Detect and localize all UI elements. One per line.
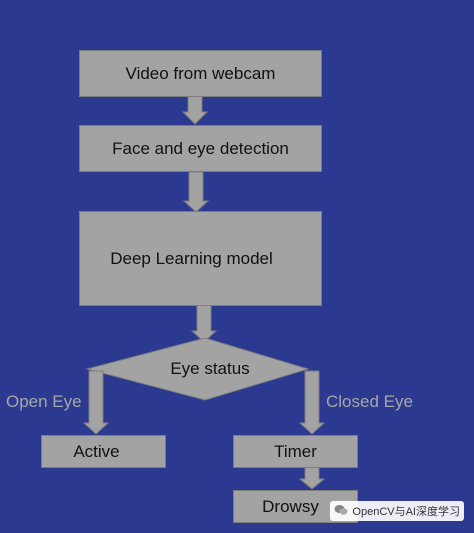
node-label: Drowsy [262, 496, 319, 516]
arrow-video-to-detection [181, 95, 209, 125]
node-eye-status: Eye status [160, 357, 260, 381]
node-video-from-webcam: Video from webcam [79, 50, 322, 97]
watermark-text: OpenCV与AI深度学习 [352, 506, 460, 518]
node-timer: Timer [233, 435, 358, 468]
arrow-model-to-status [190, 304, 218, 343]
edge-label-closed-eye: Closed Eye [326, 392, 413, 411]
node-deep-learning-model: Deep Learning model [79, 211, 322, 306]
edge-label-open-eye: Open Eye [6, 392, 82, 411]
node-label: Active [73, 441, 120, 461]
node-label: Eye status [170, 359, 250, 378]
watermark: OpenCV与AI深度学习 [330, 501, 464, 521]
node-label: Video from webcam [125, 63, 276, 83]
node-label: Deep Learning model [110, 248, 273, 268]
arrow-detection-to-model [182, 171, 210, 213]
eye-status-diamond [85, 337, 310, 401]
arrow-timer-to-drowsy [298, 466, 326, 490]
arrow-status-to-active [82, 370, 110, 435]
node-face-eye-detection: Face and eye detection [79, 125, 322, 172]
node-label: Timer [274, 441, 317, 461]
wechat-icon [334, 504, 348, 519]
node-label: Face and eye detection [112, 138, 289, 158]
node-active: Active [41, 435, 166, 468]
arrow-status-to-timer [298, 370, 326, 435]
